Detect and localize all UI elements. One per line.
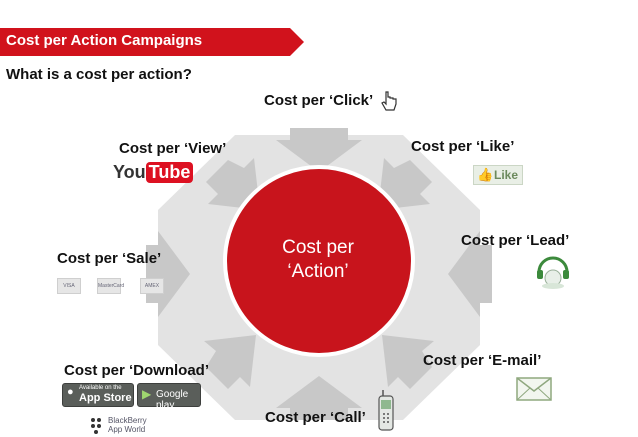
hand-pointer-icon bbox=[381, 91, 397, 111]
thumb-glyph: 👍 bbox=[477, 167, 494, 182]
label-view: Cost per ‘View’ bbox=[119, 140, 227, 157]
arrow-bottom-left bbox=[204, 335, 256, 389]
play-glyph: ▶ bbox=[142, 387, 152, 401]
label-click: Cost per ‘Click’ bbox=[264, 92, 374, 109]
header-banner: Cost per Action Campaigns bbox=[0, 28, 304, 56]
center-label-line1: Cost per bbox=[282, 237, 354, 258]
blackberry-line1: BlackBerry bbox=[108, 416, 147, 425]
amex-text: AMEX bbox=[144, 283, 160, 289]
arrow-top bbox=[276, 128, 362, 172]
thumbs-up-icon: 👍 Like bbox=[473, 165, 523, 185]
arrow-left bbox=[146, 231, 190, 317]
label-lead: Cost per ‘Lead’ bbox=[461, 232, 570, 249]
arrow-bottom-right bbox=[382, 335, 434, 389]
envelope-icon bbox=[516, 377, 552, 401]
label-like: Cost per ‘Like’ bbox=[411, 138, 515, 155]
arrow-bottom bbox=[276, 376, 362, 420]
credit-card-icon: AMEX bbox=[140, 278, 164, 294]
label-download: Cost per ‘Download’ bbox=[64, 362, 210, 379]
mastercard-text: MasterCard bbox=[98, 283, 125, 289]
label-call: Cost per ‘Call’ bbox=[265, 409, 366, 426]
appstore-text: App Store bbox=[79, 392, 132, 404]
blackberry-icon bbox=[91, 418, 101, 434]
center-label: Cost per ‘Action’ bbox=[248, 236, 388, 284]
arrow-top-left bbox=[206, 158, 260, 210]
blackberry-label: BlackBerry App World bbox=[108, 416, 147, 434]
credit-card-icon: MasterCard bbox=[97, 278, 125, 294]
youtube-you: You bbox=[113, 162, 146, 182]
app-store-icon: ● Available on the App Store bbox=[62, 383, 134, 407]
center-label-line2: ‘Action’ bbox=[287, 261, 349, 282]
appstore-small-text: Available on the bbox=[79, 385, 122, 391]
label-email: Cost per ‘E-mail’ bbox=[423, 352, 542, 369]
credit-card-icon: VISA bbox=[57, 278, 81, 294]
subtitle: What is a cost per action? bbox=[6, 66, 192, 83]
center-circle bbox=[223, 165, 415, 357]
label-sale: Cost per ‘Sale’ bbox=[57, 250, 162, 267]
apple-glyph: ● bbox=[67, 386, 74, 398]
blackberry-line2: App World bbox=[108, 425, 146, 434]
page-title: Cost per Action Campaigns bbox=[6, 32, 203, 49]
like-text: Like bbox=[494, 168, 519, 182]
headset-icon bbox=[537, 256, 569, 289]
googleplay-text: Google play bbox=[156, 389, 189, 411]
google-play-icon: ▶ Google play bbox=[137, 383, 201, 411]
mobile-phone-icon bbox=[378, 390, 394, 431]
arrow-top-right bbox=[378, 158, 432, 210]
visa-text: VISA bbox=[63, 283, 75, 289]
youtube-tube: Tube bbox=[145, 162, 194, 183]
arrow-right bbox=[448, 231, 492, 317]
